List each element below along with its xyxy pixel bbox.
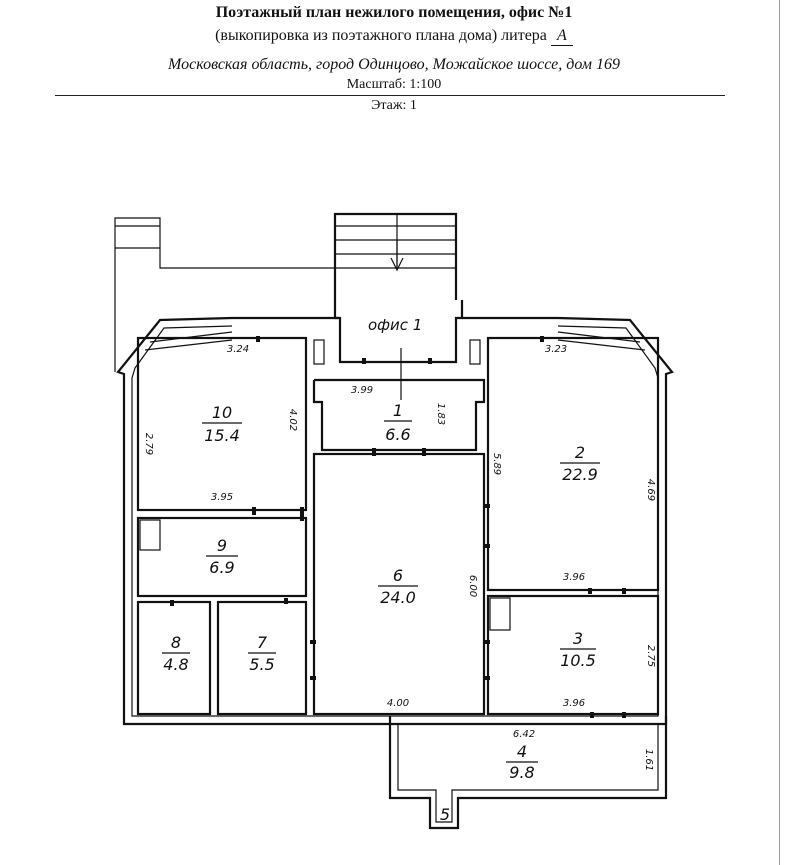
- dim-10-bay: 2.79: [143, 433, 154, 455]
- room-6-number: 6: [393, 566, 403, 585]
- dim-1-height: 1.83: [435, 403, 446, 425]
- room-7-number: 7: [257, 633, 268, 652]
- dim-2-left: 5.89: [491, 453, 502, 475]
- scale: Масштаб: 1:100: [346, 77, 442, 92]
- dim-10-bottom: 3.95: [211, 492, 233, 503]
- room-1-area: 6.6: [385, 425, 410, 444]
- room-5-number: 5: [440, 805, 450, 824]
- interior-rooms: [136, 336, 660, 716]
- dim-1-width: 3.99: [351, 385, 373, 396]
- room-7-area: 5.5: [249, 655, 274, 674]
- plan-subtitle-text: (выкопировка из поэтажного плана дома) л…: [215, 27, 547, 44]
- room-4-area: 9.8: [509, 763, 534, 782]
- dim-6-height: 6.00: [467, 575, 478, 597]
- dim-3-height: 2.75: [645, 645, 656, 667]
- left-annex: [114, 217, 335, 372]
- dim-3-bottom: 3.96: [563, 698, 585, 709]
- room-8-area: 4.8: [163, 655, 188, 674]
- dim-2-right: 4.69: [645, 479, 656, 501]
- floor: Этаж: 1: [371, 98, 417, 113]
- litera-value: А: [550, 27, 573, 46]
- dim-2-width: 3.23: [545, 344, 567, 355]
- office-label: офис 1: [368, 316, 422, 334]
- room-8-number: 8: [171, 633, 181, 652]
- room-1-number: 1: [393, 401, 403, 420]
- room-6-area: 24.0: [380, 588, 416, 607]
- header-rule: [55, 95, 725, 96]
- plan-subtitle: (выкопировка из поэтажного плана дома) л…: [0, 27, 788, 46]
- room-9-number: 9: [217, 536, 227, 555]
- dim-10-width: 3.24: [227, 344, 249, 355]
- dim-4-width: 6.42: [513, 729, 535, 740]
- room-10-area: 15.4: [204, 426, 240, 445]
- dim-2-bottom: 3.96: [563, 572, 585, 583]
- dim-10-height: 4.02: [287, 409, 298, 431]
- outer-walls: [116, 300, 674, 830]
- room-10-number: 10: [212, 403, 232, 422]
- room-2-area: 22.9: [562, 465, 598, 484]
- page-edge-line: [779, 0, 780, 865]
- plan-title: Поэтажный план нежилого помещения, офис …: [215, 4, 573, 21]
- room-3-number: 3: [573, 629, 583, 648]
- room-2-number: 2: [575, 443, 585, 462]
- address: Московская область, город Одинцово, Можа…: [168, 56, 620, 73]
- dim-6-bottom: 4.00: [387, 698, 409, 709]
- entrance-stairs: [333, 212, 458, 300]
- room-4-number: 4: [517, 742, 527, 761]
- room-9-area: 6.9: [209, 558, 234, 577]
- room-3-area: 10.5: [560, 651, 596, 670]
- dim-4-height: 1.61: [643, 749, 654, 771]
- door-marks: [170, 336, 626, 718]
